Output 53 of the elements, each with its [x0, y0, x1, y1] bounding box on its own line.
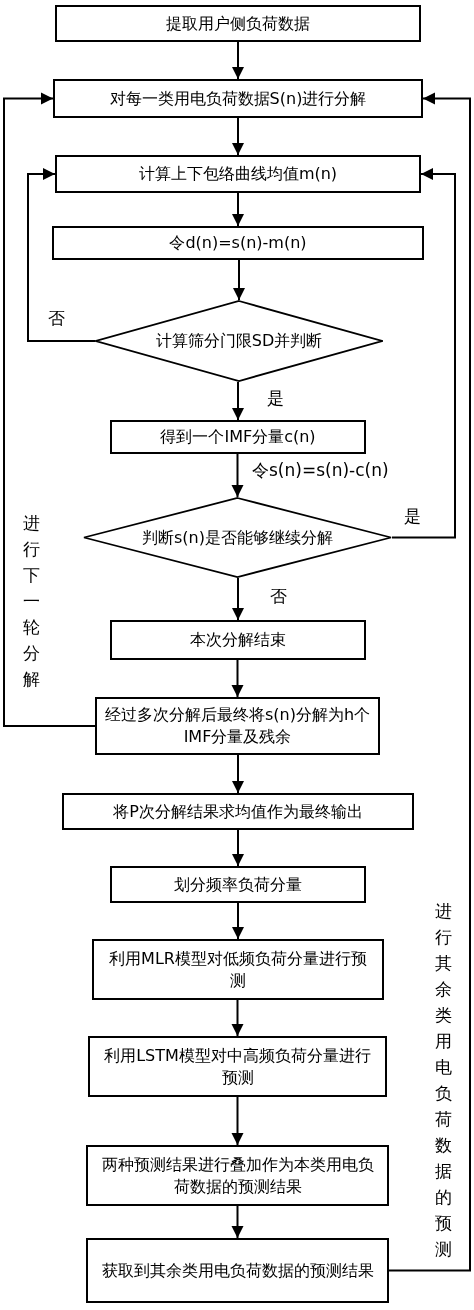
node-text: 令d(n)=s(n)-m(n): [169, 232, 307, 254]
arrow: [232, 192, 244, 227]
arrow: [3, 92, 96, 727]
arrow: [232, 41, 244, 80]
node-text: 得到一个IMF分量c(n): [160, 426, 316, 448]
decision-diamond: [83, 497, 392, 578]
process-box: [62, 793, 414, 830]
arrow: [232, 381, 244, 421]
process-box: [53, 79, 423, 118]
node-text: 利用LSTM模型对中高频负荷分量进行预测: [103, 1044, 372, 1089]
process-box: [88, 1036, 387, 1097]
node-text: 提取用户侧负荷数据: [166, 12, 310, 35]
arrow: [232, 577, 244, 621]
edge-label: 否: [48, 308, 65, 328]
edge-label: 是: [404, 506, 421, 526]
process-box: [86, 1145, 389, 1206]
arrow: [232, 902, 244, 940]
arrow: [231, 453, 244, 498]
process-box: [92, 939, 384, 1000]
node-text: 计算筛分门限SD并判断: [155, 330, 323, 352]
decision-diamond: [95, 300, 383, 382]
arrow: [231, 999, 244, 1037]
node-text: 计算上下包络曲线均值m(n): [138, 163, 338, 185]
process-box: [110, 420, 366, 454]
node-text: 本次分解结束: [190, 629, 286, 651]
process-box: [55, 5, 421, 42]
arrow: [232, 754, 244, 794]
arrow: [233, 259, 245, 301]
arrow: [231, 1205, 244, 1239]
process-box: [110, 866, 366, 903]
process-box: [86, 1238, 389, 1303]
arrow: [388, 92, 471, 1272]
node-text: 经过多次分解后最终将s(n)分解为h个IMF分量及残余: [103, 704, 372, 748]
node-text: 划分频率负荷分量: [174, 873, 302, 896]
arrow: [231, 1096, 244, 1146]
arrow: [391, 168, 456, 539]
process-box: [95, 697, 380, 755]
process-box: [52, 226, 424, 260]
arrow: [27, 168, 96, 342]
arrow: [232, 117, 244, 156]
edge-label: 否: [270, 586, 287, 606]
edge-label: 是: [267, 388, 284, 408]
arrow: [231, 659, 244, 698]
process-box: [55, 155, 421, 193]
process-box: [110, 620, 366, 660]
node-text: 两种预测结果进行叠加作为本类用电负荷数据的预测结果: [100, 1153, 375, 1198]
node-text: 将P次分解结果求均值作为最终输出: [113, 800, 363, 823]
node-text: 利用MLR模型对低频负荷分量进行预测: [108, 947, 368, 992]
arrow: [232, 829, 244, 867]
edge-label: 令s(n)=s(n)-c(n): [252, 460, 389, 480]
node-text: 判断s(n)是否能够继续分解: [142, 526, 333, 549]
node-text: 对每一类用电负荷数据S(n)进行分解: [109, 87, 367, 110]
node-text: 获取到其余类用电负荷数据的预测结果: [101, 1259, 374, 1282]
